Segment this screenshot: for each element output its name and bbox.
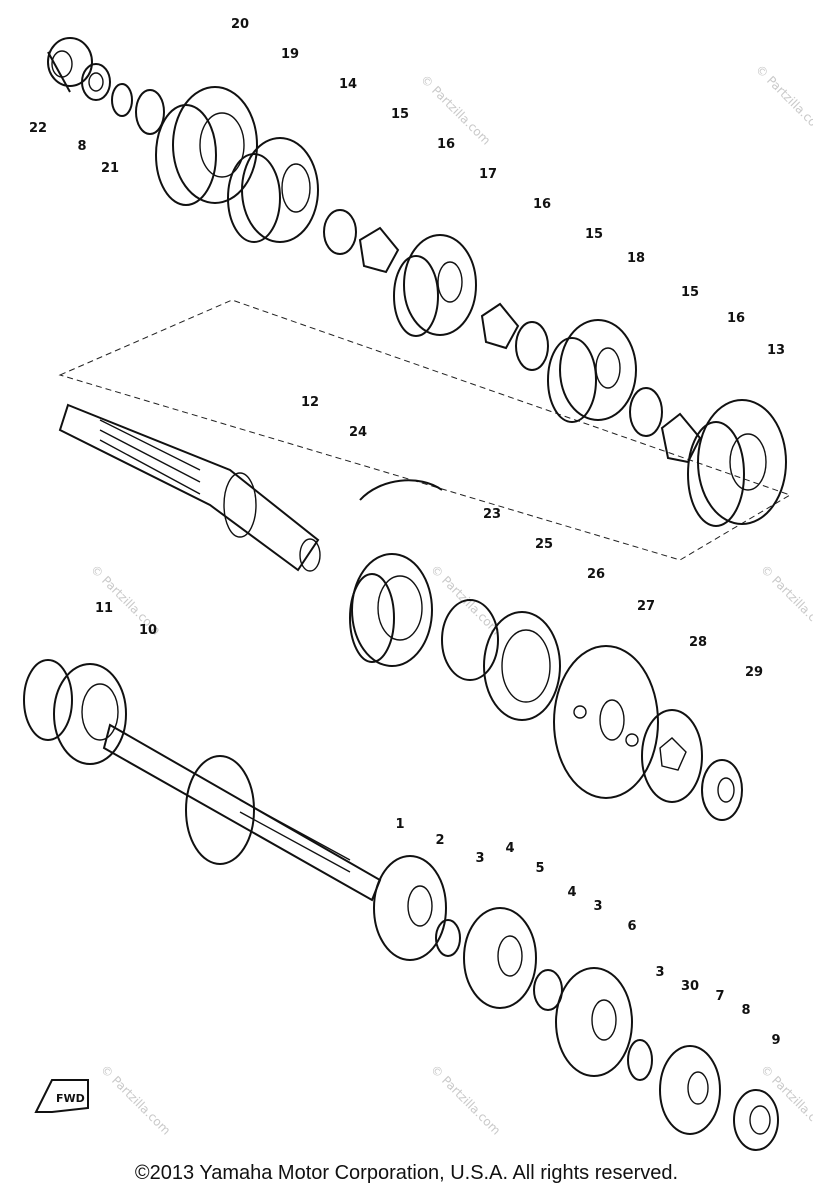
- callout-c21: 21: [101, 161, 119, 176]
- watermark-7: © Partzilla.com: [428, 1062, 503, 1137]
- part-3-circlip-c: [627, 1039, 653, 1081]
- watermark-5: © Partzilla.com: [758, 562, 813, 637]
- callout-c8a: 8: [77, 139, 86, 154]
- callout-c27: 27: [637, 599, 655, 614]
- callout-c2: 2: [435, 833, 444, 848]
- callout-c18: 18: [627, 251, 645, 266]
- part-9-bearing: [733, 1089, 779, 1151]
- part-15-circlip-c: [629, 387, 663, 437]
- callout-c25: 25: [535, 537, 553, 552]
- callout-c4b: 4: [567, 885, 576, 900]
- watermark-1: © Partzilla.com: [418, 72, 493, 147]
- part-27-sprocket: [553, 645, 659, 799]
- callout-c10: 10: [139, 623, 157, 638]
- callout-c3b: 3: [593, 899, 602, 914]
- callout-c19: 19: [281, 47, 299, 62]
- part-24-circlip: [359, 479, 443, 501]
- callout-c17: 17: [479, 167, 497, 182]
- part-29-nut: [701, 759, 743, 821]
- part-21-circlip: [111, 83, 133, 117]
- part-3-circlip-a: [435, 919, 461, 957]
- part-11-circlip: [23, 659, 73, 741]
- callout-c1: 1: [395, 817, 404, 832]
- watermark-6: © Partzilla.com: [98, 1062, 173, 1137]
- part-17-gear: [393, 234, 477, 337]
- part-7-gear: [659, 1045, 721, 1135]
- callout-c9: 9: [771, 1033, 780, 1048]
- callout-c30: 30: [681, 979, 699, 994]
- callout-c3a: 3: [475, 851, 484, 866]
- watermarks: © Partzilla.com © Partzilla.com © Partzi…: [88, 62, 813, 1137]
- part-15-circlip-a: [323, 209, 357, 255]
- callout-c7: 7: [715, 989, 724, 1004]
- callout-c22: 22: [29, 121, 47, 136]
- callout-c15c: 15: [681, 285, 699, 300]
- exploded-parts-diagram: © Partzilla.com © Partzilla.com © Partzi…: [23, 17, 813, 1151]
- part-2-gear: [373, 855, 447, 961]
- callout-c8b: 8: [741, 1003, 750, 1018]
- part-8-washer: [81, 63, 111, 101]
- part-20-washer: [135, 89, 165, 135]
- part-13-gear: [687, 399, 787, 527]
- callout-c28: 28: [689, 635, 707, 650]
- part-25-collar: [441, 599, 499, 681]
- part-15-circlip-b: [515, 321, 549, 371]
- callout-c23: 23: [483, 507, 501, 522]
- callout-c29: 29: [745, 665, 763, 680]
- part-6-gear: [555, 967, 633, 1077]
- callout-c13: 13: [767, 343, 785, 358]
- watermark-8: © Partzilla.com: [758, 1062, 813, 1137]
- part-16-washer-b: [480, 302, 520, 350]
- part-14-gear: [227, 137, 319, 243]
- callout-c5: 5: [535, 861, 544, 876]
- callout-c6: 6: [627, 919, 636, 934]
- part-23-bearing: [349, 553, 433, 667]
- callout-c16b: 16: [533, 197, 551, 212]
- part-26-oil-seal: [483, 611, 561, 721]
- drive-axle-12: [58, 403, 321, 572]
- part-18-gear: [547, 319, 637, 423]
- drive-axle-parts: [47, 37, 787, 527]
- callout-c14: 14: [339, 77, 357, 92]
- callout-c16c: 16: [727, 311, 745, 326]
- callout-c11: 11: [95, 601, 113, 616]
- part-28-lock-washer: [641, 709, 703, 803]
- watermark-2: © Partzilla.com: [753, 62, 813, 137]
- callout-c4a: 4: [505, 841, 514, 856]
- callout-c16a: 16: [437, 137, 455, 152]
- callout-c15b: 15: [585, 227, 603, 242]
- part-22-bearing: [47, 37, 93, 93]
- forward-direction-arrow: FWD: [34, 1079, 89, 1113]
- part-16-washer-c: [660, 412, 702, 464]
- callout-c24: 24: [349, 425, 367, 440]
- callout-c26: 26: [587, 567, 605, 582]
- part-10-bearing: [53, 663, 127, 765]
- forward-label: FWD: [56, 1092, 85, 1105]
- callout-labels: 2019142282115161716151815161312242325262…: [29, 17, 785, 1048]
- copyright-notice: ©2013 Yamaha Motor Corporation, U.S.A. A…: [134, 1162, 679, 1184]
- part-5-gear: [463, 907, 537, 1009]
- part-3-circlip-b: [533, 969, 563, 1011]
- callout-c3c: 3: [655, 965, 664, 980]
- callout-c15a: 15: [391, 107, 409, 122]
- assembly-boundary: [58, 299, 792, 561]
- callout-c20: 20: [231, 17, 249, 32]
- part-19-gear: [155, 86, 258, 206]
- callout-c12: 12: [301, 395, 319, 410]
- main-axle-1: [102, 723, 382, 902]
- part-16-washer-a: [358, 226, 400, 274]
